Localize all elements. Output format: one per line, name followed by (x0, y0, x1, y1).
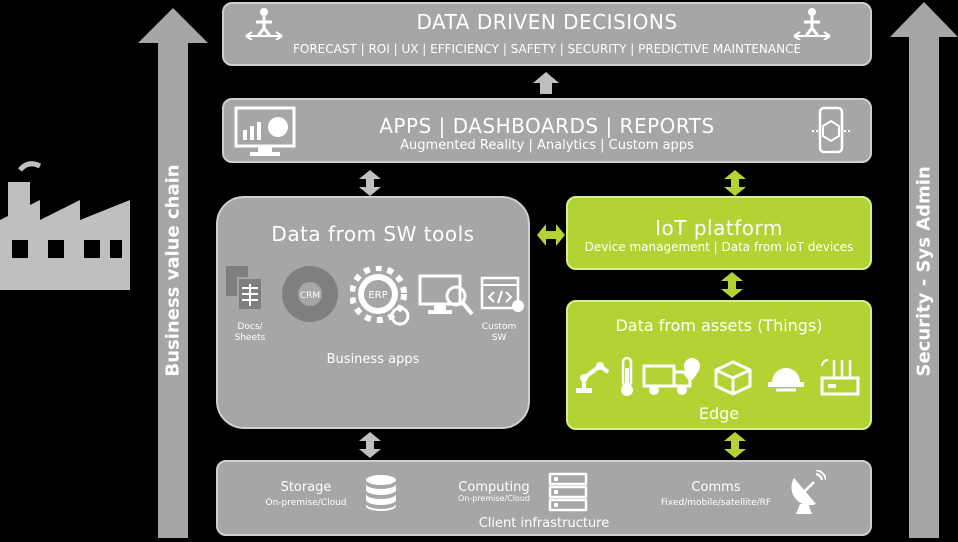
top-title: DATA DRIVEN DECISIONS (416, 10, 678, 34)
custom-sw-label: Custom SW (481, 322, 517, 343)
apps-title: APPS | DASHBOARDS | REPORTS (379, 114, 715, 138)
assets-title: Data from assets (Things) (615, 316, 823, 335)
database-icon (364, 474, 398, 512)
double-arrow-icon (359, 432, 381, 458)
truck-location-icon (642, 356, 702, 398)
robot-arm-icon (574, 360, 612, 394)
double-arrow-icon (359, 170, 381, 196)
security-label: Security - Sys Admin (913, 166, 935, 377)
dashboard-monitor-icon (234, 106, 296, 158)
double-arrow-icon (724, 170, 746, 196)
storage-label: Storage (280, 480, 332, 495)
business-apps-label: Business apps (326, 352, 420, 367)
client-infrastructure-label: Client infrastructure (478, 516, 610, 531)
crm-label: CRM (300, 291, 320, 301)
hard-hat-icon (766, 360, 806, 396)
sw-tools-title: Data from SW tools (271, 222, 475, 246)
business-value-arrow (138, 8, 208, 538)
assets-box: Data from assets (Things) (566, 300, 872, 430)
sw-tools-box: Data from SW tools Docs/ Sheets CRM ERP (216, 196, 530, 429)
iot-subtitle: Device management | Data from IoT device… (584, 240, 854, 254)
comms-sublabel: Fixed/mobile/satellite/RF (660, 498, 772, 508)
apps-box: APPS | DASHBOARDS | REPORTS Augmented Re… (222, 98, 872, 163)
factory-icon (0, 160, 135, 290)
double-arrow-horizontal-icon (537, 224, 565, 246)
storage-sublabel: On-premise/Cloud (265, 498, 347, 508)
box-package-icon (712, 358, 754, 398)
router-device-icon (818, 356, 862, 398)
computing-label: Computing (458, 480, 530, 495)
double-arrow-icon (721, 272, 743, 298)
computing-sublabel: On-premise/Cloud (457, 494, 531, 503)
edge-label: Edge (698, 404, 740, 423)
custom-sw-icon (480, 276, 526, 316)
docs-sheets-label: Docs/ Sheets (234, 322, 266, 343)
security-arrow (890, 2, 958, 538)
double-arrow-icon (724, 432, 746, 458)
data-driven-decisions-box: DATA DRIVEN DECISIONS FORECAST | ROI | U… (222, 2, 872, 66)
comms-label: Comms (691, 480, 741, 495)
person-icon-right (792, 6, 832, 40)
person-icon-left (244, 6, 284, 40)
iot-platform-box: IoT platform Device management | Data fr… (566, 196, 872, 270)
erp-label: ERP (368, 290, 387, 301)
docs-sheets-icon (224, 264, 264, 314)
monitor-search-icon (418, 274, 476, 320)
thermometer-icon (618, 356, 636, 398)
iot-title: IoT platform (655, 216, 783, 240)
server-icon (548, 472, 588, 512)
client-infrastructure-box: Storage On-premise/Cloud Computing On-pr… (216, 460, 872, 536)
business-value-label: Business value chain (162, 164, 184, 377)
apps-subtitle: Augmented Reality | Analytics | Custom a… (400, 138, 694, 153)
erp-gear-icon: ERP (350, 266, 412, 328)
phone-ar-icon (810, 106, 852, 156)
top-subtitle: FORECAST | ROI | UX | EFFICIENCY | SAFET… (292, 42, 802, 56)
satellite-dish-icon (786, 470, 826, 516)
up-arrow-icon (533, 72, 559, 94)
crm-icon: CRM (280, 264, 340, 324)
